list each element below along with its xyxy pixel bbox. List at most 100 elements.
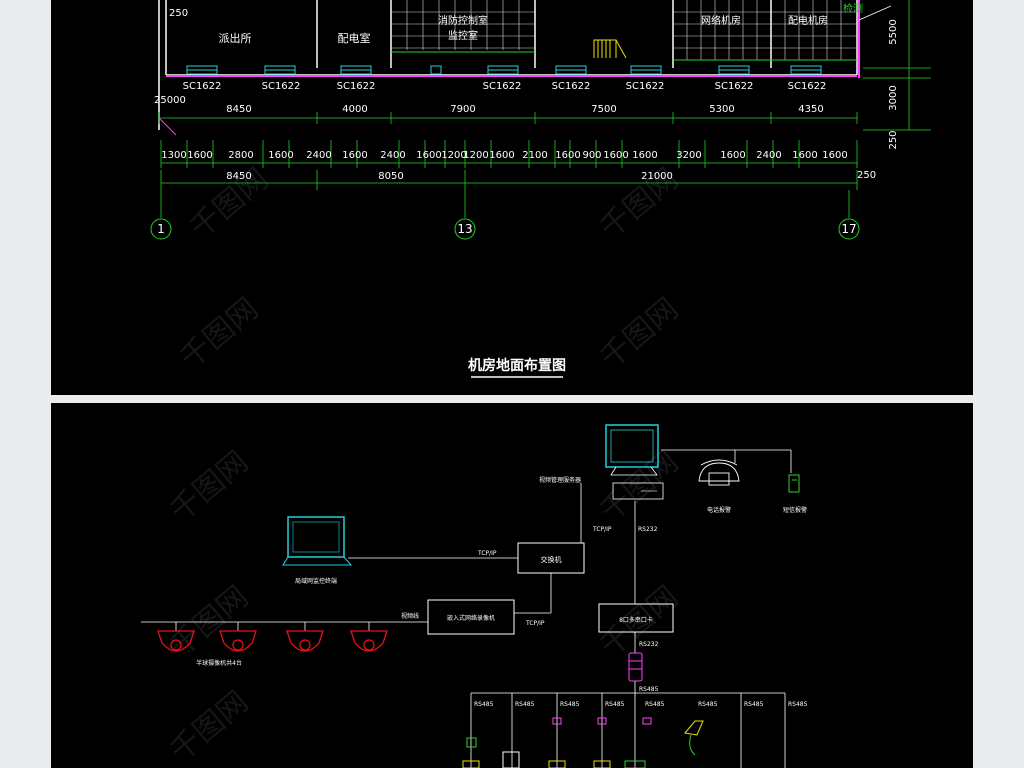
dim-value: 2400 [756,150,781,161]
window-code: SC1622 [788,81,827,92]
dim-value: 7900 [450,104,475,115]
dim-value: 2800 [228,150,253,161]
window-code: SC1622 [483,81,522,92]
dim-value: 1600 [822,150,847,161]
watermark-logo: 千图网 千图网 千图网 千图网 千图网 [164,444,685,768]
top-right-note: 检测 [843,2,863,15]
server-monitor-icon [605,424,664,500]
bus-labels: RS485 RS485 RS485 RS485 RS485 RS485 RS48… [474,701,808,708]
dim-value: 4000 [342,104,367,115]
window-code: SC1622 [183,81,222,92]
axis-label-13: 13 [457,222,472,236]
bus-label: RS485 [788,701,808,708]
dim-value: 2100 [522,150,547,161]
dim-value: 1600 [489,150,514,161]
link-labels: TCP/IP TCP/IP RS232 TCP/IP 视频线 RS232 RS4… [401,526,659,693]
dome-camera-icons [157,630,388,652]
bus-label: RS485 [645,701,665,708]
dim-value: 1600 [792,150,817,161]
raised-floor-grid-control [390,0,536,50]
dim-value: 1200 [463,150,488,161]
window-code: SC1622 [715,81,754,92]
laptop-label: 局域网监控终端 [295,577,337,585]
svg-text:千图网: 千图网 [174,291,265,376]
room-label-police: 派出所 [219,31,252,45]
bus-label: RS485 [560,701,580,708]
dimension-row-2 [160,140,858,168]
link-label: 视频线 [401,612,419,620]
dim-value: 1600 [268,150,293,161]
phone-alarm-label: 电话报警 [707,506,731,514]
server-label: 视频管理服务器 [539,476,581,484]
dim-value: 2400 [306,150,331,161]
bus-label: RS485 [605,701,625,708]
bus-label: RS485 [515,701,535,708]
network-diagram-panel: 千图网 千图网 千图网 千图网 千图网 TCP/IP TCP/IP RS232 … [51,403,973,768]
dim-value: 8450 [226,104,251,115]
left-building-dim: 25000 [154,95,186,106]
link-label: TCP/IP [477,550,497,557]
floor-plan-drawing: 千图网 千图网 千图网 千图网 派出所 配电室 消防控制室 监控室 网络机房 配… [150,0,931,378]
floor-plan-panel: 千图网 千图网 千图网 千图网 派出所 配电室 消防控制室 监控室 网络机房 配… [51,0,973,395]
switch-box [517,542,585,574]
note-leader [858,5,892,21]
link-label: TCP/IP [592,526,612,533]
dim-value: 1600 [632,150,657,161]
window-row [186,65,822,75]
axis-label-17: 17 [841,222,856,236]
window-code: SC1622 [337,81,376,92]
dim-value: 1300 [161,150,186,161]
left-corner-mark [158,117,177,136]
dim-total: 8450 [226,171,251,182]
nvr-label: 嵌入式网络录像机 [447,614,495,622]
dimension-row-1-text: 8450 4000 7900 7500 5300 4350 [226,104,823,115]
dim-value: 1600 [416,150,441,161]
rs485-converter-icon [628,652,643,682]
watermark-logo: 千图网 千图网 千图网 千图网 [174,161,685,376]
switch-label: 交换机 [541,555,562,564]
dimension-row-3-text: 8450 8050 21000 [226,171,673,182]
room-label-fire-control: 消防控制室 [438,14,488,27]
dim-value: 900 [582,150,601,161]
right-dimension-column [863,0,931,131]
link-label: RS485 [639,686,659,693]
right-dim-3000: 3000 [888,85,899,110]
room-label-power-room: 配电机房 [788,14,828,27]
dimension-row-2-text: 1300 1600 2800 1600 2400 1600 2400 1600 … [161,150,847,161]
room-label-network: 网络机房 [701,14,741,27]
axis-lines [160,190,850,218]
dimension-row-3 [160,170,858,190]
room-label-power: 配电室 [338,31,371,45]
dim-value: 4350 [798,104,823,115]
dim-value: 5300 [709,104,734,115]
building-walls [165,0,858,76]
link-label: TCP/IP [525,620,545,627]
svg-text:千图网: 千图网 [164,684,255,768]
link-label: RS232 [638,526,658,533]
axis-bubbles [150,218,860,240]
telephone-icon [698,459,740,486]
floor-plan-title: 机房地面布置图 [468,357,566,374]
dim-total: 8050 [378,171,403,182]
sms-alarm-icon [788,474,800,493]
camera-group-label: 半球摄像机共4台 [196,659,242,667]
right-bottom-dim: 250 [857,170,876,181]
sms-alarm-label: 短信报警 [783,506,807,514]
left-top-dim: 250 [169,8,188,19]
bus-label: RS485 [744,701,764,708]
svg-text:千图网: 千图网 [594,444,685,529]
svg-text:千图网: 千图网 [594,291,685,376]
network-links [141,449,792,768]
dim-value: 2400 [380,150,405,161]
window-code: SC1622 [262,81,301,92]
dim-value: 1600 [720,150,745,161]
dim-total: 21000 [641,171,673,182]
dim-value: 1600 [555,150,580,161]
dim-value: 1600 [342,150,367,161]
link-label: RS232 [639,641,659,648]
dim-value: 3200 [676,150,701,161]
serial-card-label: 8口多串口卡 [619,616,653,624]
raised-floor-grid-network [672,0,858,61]
network-topology-drawing: 千图网 千图网 千图网 千图网 千图网 TCP/IP TCP/IP RS232 … [141,424,808,768]
dimension-row-1 [158,112,858,124]
